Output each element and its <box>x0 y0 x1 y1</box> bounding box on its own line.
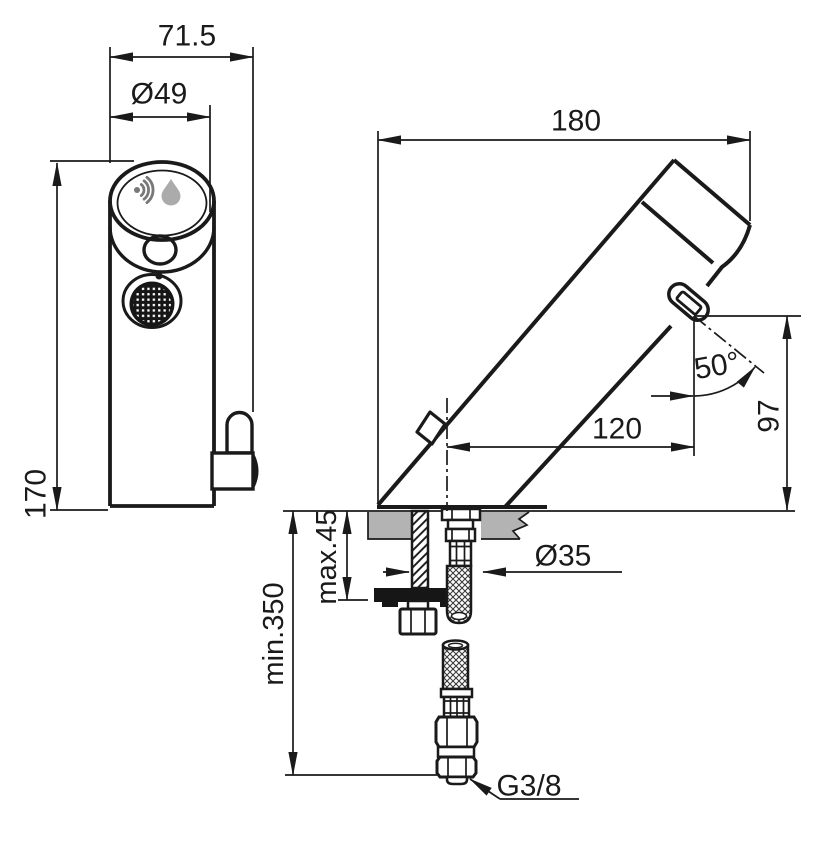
label-hole-diameter: Ø35 <box>535 540 592 573</box>
fixing-nut <box>398 599 438 636</box>
countertop-right <box>481 512 529 539</box>
supply-hose-upper <box>445 564 473 625</box>
label-reach: 180 <box>551 105 601 138</box>
spout-outlet <box>667 282 710 322</box>
label-min-clearance: min.350 <box>258 582 290 685</box>
label-projection: 120 <box>592 413 642 446</box>
spout-end-face <box>672 158 752 227</box>
fixing-plate <box>374 588 466 602</box>
g38-leader-arrow <box>469 778 501 800</box>
top-cap-inner-ring <box>116 169 208 237</box>
label-angle: 50° <box>692 346 742 386</box>
signal-arcs-icon <box>134 176 155 204</box>
label-max-deck: max.45 <box>311 509 343 604</box>
supply-shank <box>440 507 482 568</box>
side-view-spout <box>376 158 752 509</box>
extension-lines <box>50 47 801 800</box>
label-outlet-height: 97 <box>753 399 786 432</box>
fixing-plate-foot-left <box>382 602 398 607</box>
countertop-edges <box>367 511 530 540</box>
threaded-fixing-rod <box>410 509 430 590</box>
label-thread: G3/8 <box>496 770 561 803</box>
side-valve-dome <box>225 410 254 455</box>
temperature-pin <box>415 410 447 446</box>
label-width: 71.5 <box>158 20 216 53</box>
spout-back-edge <box>376 158 676 507</box>
faucet-body-outline <box>108 201 216 508</box>
angle-arc-50 <box>693 366 756 397</box>
spout-cap-joint <box>640 200 715 265</box>
side-view-deck <box>283 507 795 786</box>
label-top-diameter: Ø49 <box>131 78 188 111</box>
countertop-left <box>368 512 411 539</box>
side-valve-edge <box>251 455 259 487</box>
hose-cut-end <box>450 611 468 621</box>
cap-bottom-rim <box>108 226 216 274</box>
aerator-mesh-icon <box>121 273 183 329</box>
side-valve-body <box>210 451 255 491</box>
front-view <box>108 160 259 508</box>
water-drop-icon <box>161 179 181 206</box>
spout-front-edge-top <box>705 224 752 288</box>
spray-axis-line <box>693 315 765 374</box>
g38-connector <box>434 715 479 786</box>
spout-front-edge <box>503 324 673 509</box>
top-cap-face <box>108 160 216 242</box>
label-height: 170 <box>20 469 53 519</box>
dimensions <box>52 52 792 800</box>
supply-hose-lower <box>439 639 474 719</box>
dimension-labels: 71.5 Ø49 170 180 50° 120 97 max.45 min.3… <box>20 20 786 803</box>
sensor-window <box>142 234 178 266</box>
